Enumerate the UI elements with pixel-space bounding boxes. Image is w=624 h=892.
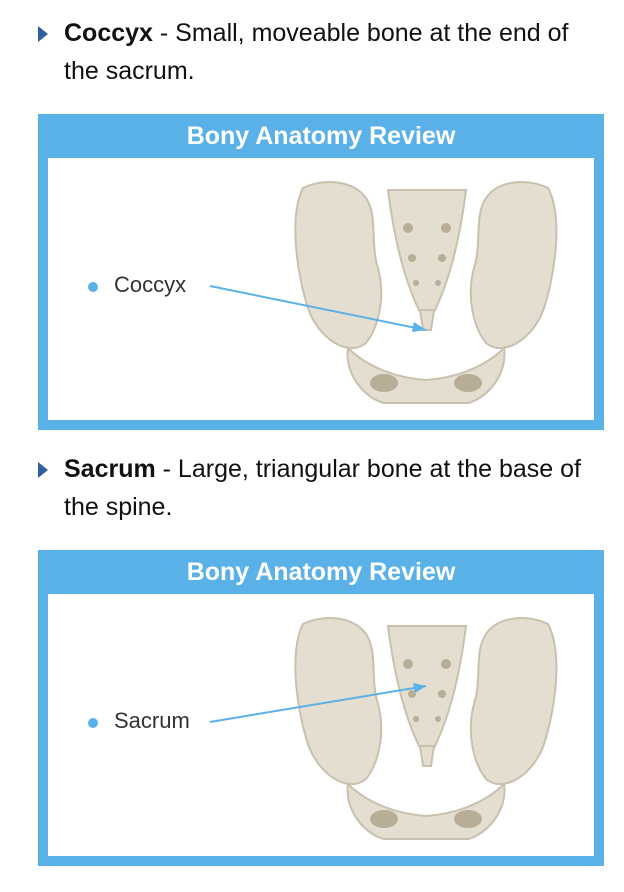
bullet-arrow-icon — [38, 26, 48, 42]
bullet-sacrum: Sacrum - Large, triangular bone at the b… — [38, 450, 598, 526]
term-coccyx: Coccyx — [64, 19, 153, 47]
card-panel: Sacrum — [48, 594, 594, 856]
term-sacrum: Sacrum — [64, 455, 156, 483]
bullet-coccyx: Coccyx - Small, moveable bone at the end… — [38, 14, 598, 90]
card-panel: Coccyx — [48, 158, 594, 420]
card-title: Bony Anatomy Review — [186, 122, 456, 150]
label-coccyx: Coccyx — [114, 272, 187, 297]
description-coccyx: - Small, moveable bone at the end of the… — [64, 19, 569, 85]
label-dot-icon — [88, 282, 98, 292]
bullet-arrow-icon — [38, 462, 48, 478]
pelvis-illustration-icon — [209, 617, 558, 840]
label-sacrum: Sacrum — [114, 708, 190, 733]
card-title: Bony Anatomy Review — [186, 558, 456, 586]
label-dot-icon — [88, 718, 98, 728]
pelvis-illustration-icon — [209, 181, 558, 404]
anatomy-card-sacrum: Bony Anatomy Review Sacrum — [38, 550, 604, 866]
description-sacrum: - Large, triangular bone at the base of … — [64, 455, 581, 521]
anatomy-card-coccyx: Bony Anatomy Review — [38, 114, 604, 430]
